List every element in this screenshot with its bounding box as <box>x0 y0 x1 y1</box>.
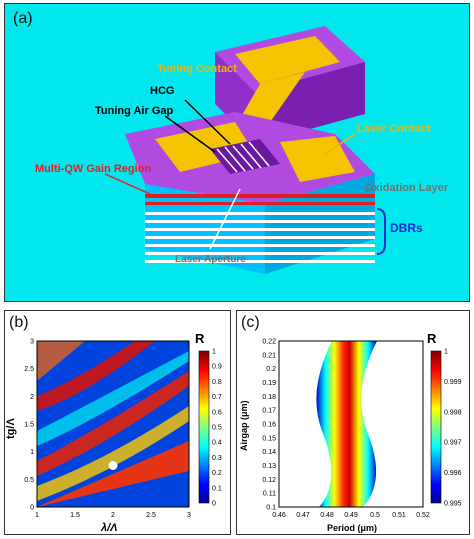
heatmap-b-ylabel: tg/Λ <box>5 418 17 439</box>
heatmap-b-field <box>37 341 189 507</box>
heatmap-b-y-tick-label: 0.5 <box>24 477 34 484</box>
label-multi-qw: Multi-QW Gain Region <box>35 163 151 175</box>
colorbar-c <box>430 350 442 504</box>
heatmap-c-x-tick-label: 0.47 <box>296 512 310 519</box>
colorbar-b-tick-label: 0.5 <box>212 425 222 432</box>
colorbar-b-tick-label: 0.1 <box>212 485 222 492</box>
heatmap-b-xticks: 1 1.5 2 2.5 3 <box>35 512 191 519</box>
heatmap-b-x-tick-label: 2.5 <box>146 512 156 519</box>
heatmap-c-xticks: 0.46 0.47 0.48 0.49 0.5 0.51 0.52 <box>272 512 430 519</box>
heatmap-c-x-tick-label: 0.5 <box>370 512 380 519</box>
heatmap-c-y-tick-label: 0.2 <box>266 366 276 373</box>
colorbar-c-title: R <box>427 331 437 346</box>
heatmap-c-y-tick-label: 0.1 <box>266 505 276 512</box>
heatmap-c-y-tick-label: 0.11 <box>263 491 276 498</box>
colorbar-b-tick-label: 0.4 <box>212 440 222 447</box>
gain-region-stripe <box>145 202 375 205</box>
heatmap-c-field <box>316 341 377 507</box>
heatmap-b-x-tick-label: 2 <box>111 512 115 519</box>
panel-a-label: (a) <box>13 10 33 27</box>
heatmap-b-x-tick-label: 1 <box>35 512 39 519</box>
colorbar-c-tick-label: 1 <box>444 349 448 356</box>
heatmap-b-xlabel: λ/Λ <box>100 522 118 534</box>
heatmap-b-y-tick-label: 3 <box>30 339 34 346</box>
label-dbrs: DBRs <box>390 221 423 235</box>
colorbar-c-tick-label: 0.997 <box>444 440 462 447</box>
heatmap-c-y-tick-label: 0.18 <box>262 394 276 401</box>
gain-region-stripe <box>145 194 375 198</box>
annotation-arrows <box>104 99 356 250</box>
heatmap-b-y-tick-label: 2 <box>30 394 34 401</box>
panel-b-heatmap: (b) 1 1.5 2 2.5 3 0 0.5 1 1.5 2 2.5 3 <box>4 310 231 535</box>
label-hcg: HCG <box>150 85 174 97</box>
colorbar-b <box>198 350 210 504</box>
heatmap-b-x-tick-label: 1.5 <box>70 512 80 519</box>
colorbar-c-tick-label: 0.998 <box>444 409 462 416</box>
device-schematic-svg: Tuning Contact Tuning Air Gap HCG Laser … <box>5 4 469 301</box>
colorbar-c-tick-label: 0.999 <box>444 379 462 386</box>
heatmap-c-x-tick-label: 0.49 <box>344 512 358 519</box>
heatmap-b-yticks: 0 0.5 1 1.5 2 2.5 3 <box>24 339 34 512</box>
panel-c-heatmap: (c) <box>236 310 470 535</box>
heatmap-b-svg: 1 1.5 2 2.5 3 0 0.5 1 1.5 2 2.5 3 0 0.1 0.2 0.3 0.4 0.5… <box>5 331 222 534</box>
laser-contact-ring <box>280 136 355 182</box>
heatmap-b-frame <box>36 340 190 508</box>
heatmap-c-frame <box>278 340 424 508</box>
heatmap-c-xlabel: Period (μm) <box>327 523 377 533</box>
heatmap-c-x-tick-label: 0.48 <box>320 512 334 519</box>
heatmap-c-y-tick-label: 0.13 <box>262 463 276 470</box>
label-laser-aperture: Laser Aperture <box>175 254 246 265</box>
colorbar-b-title: R <box>195 331 205 346</box>
colorbar-b-tick-label: 0 <box>212 501 216 508</box>
heatmap-c-y-tick-label: 0.21 <box>262 352 276 359</box>
colorbar-c-tick-label: 0.995 <box>444 501 462 508</box>
colorbar-b-tick-label: 0.8 <box>212 379 222 386</box>
colorbar-b-tick-label: 0.2 <box>212 470 222 477</box>
heatmap-c-x-tick-label: 0.52 <box>416 512 430 519</box>
heatmap-c-y-tick-label: 0.12 <box>262 477 276 484</box>
heatmap-b-y-tick-label: 1.5 <box>24 422 34 429</box>
label-tuning-air-gap: Tuning Air Gap <box>95 105 173 117</box>
label-oxidation-layer: Oxidation Layer <box>365 182 449 194</box>
panel-c-label: (c) <box>241 314 260 331</box>
heatmap-b-x-tick-label: 3 <box>187 512 191 519</box>
heatmap-b-y-tick-label: 1 <box>30 449 34 456</box>
heatmap-c-y-tick-label: 0.17 <box>262 408 276 415</box>
colorbar-c-ticks: 0.995 0.996 0.997 0.998 0.999 1 <box>444 349 462 508</box>
heatmap-c-ylabel: Airgap (μm) <box>239 400 249 451</box>
heatmap-c-y-tick-label: 0.19 <box>262 380 276 387</box>
label-laser-contact: Laser Contact <box>357 123 431 135</box>
heatmap-c-yticks: 0.1 0.11 0.12 0.13 0.14 0.15 0.16 0.17 0.18 0.19 0… <box>262 339 276 512</box>
tuning-contact-pad <box>215 26 365 144</box>
label-tuning-contact: Tuning Contact <box>157 63 237 75</box>
heatmap-b-y-tick-label: 2.5 <box>24 366 34 373</box>
laser-mesa <box>125 112 375 274</box>
heatmap-c-y-tick-label: 0.16 <box>262 422 276 429</box>
colorbar-b-tick-label: 0.6 <box>212 409 222 416</box>
colorbar-b-tick-label: 1 <box>212 349 216 356</box>
heatmap-c-x-tick-label: 0.46 <box>272 512 286 519</box>
panel-a-device-schematic: Tuning Contact Tuning Air Gap HCG Laser … <box>4 3 470 302</box>
optimum-point-marker <box>108 461 118 470</box>
dbr-stripes <box>145 212 375 263</box>
heatmap-c-y-tick-label: 0.15 <box>262 435 276 442</box>
panel-b-label: (b) <box>9 314 29 331</box>
heatmap-c-y-tick-label: 0.22 <box>262 339 276 346</box>
heatmap-c-y-tick-label: 0.14 <box>262 449 276 456</box>
hcg-grating <box>210 139 280 174</box>
dbr-bracket <box>376 208 386 255</box>
heatmap-c-x-tick-label: 0.51 <box>392 512 406 519</box>
colorbar-b-tick-label: 0.9 <box>212 364 222 371</box>
colorbar-b-ticks: 0 0.1 0.2 0.3 0.4 0.5 0.6 0.7 0.8 0.9 1 <box>212 349 222 508</box>
heatmap-b-y-tick-label: 0 <box>30 505 34 512</box>
colorbar-b-tick-label: 0.3 <box>212 455 222 462</box>
colorbar-c-tick-label: 0.996 <box>444 470 462 477</box>
colorbar-b-tick-label: 0.7 <box>212 394 222 401</box>
